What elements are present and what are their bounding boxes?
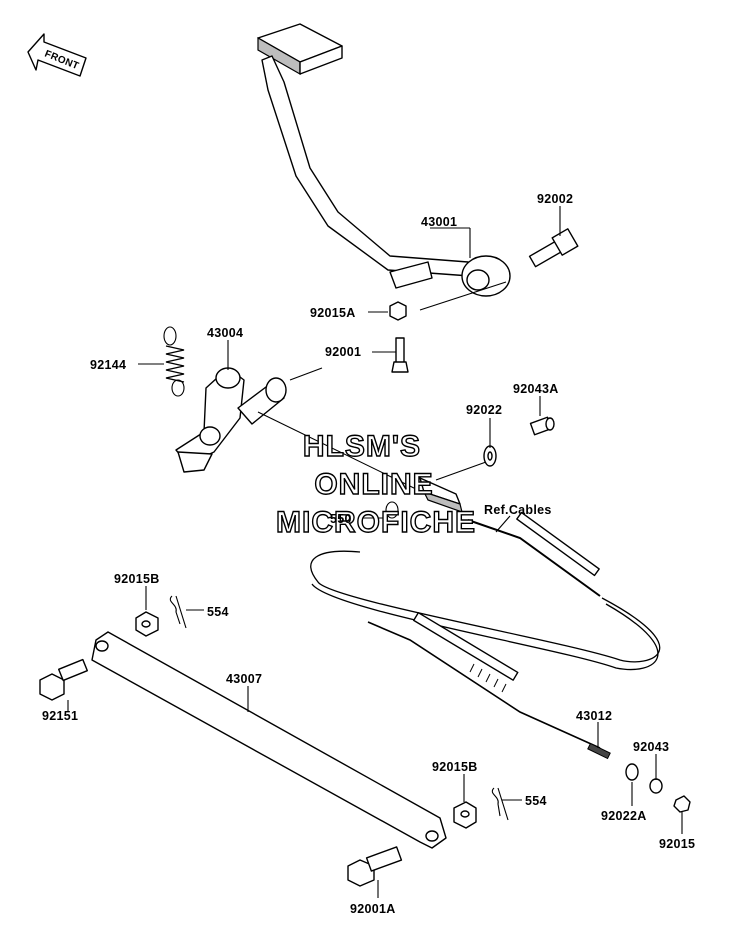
pedal-bracket — [389, 261, 433, 289]
callout-92015A: 92015A — [310, 306, 356, 320]
brake-pedal — [257, 23, 511, 297]
callout-43007: 43007 — [226, 672, 262, 686]
rod-43012 — [587, 742, 611, 760]
clip-550 — [385, 501, 399, 519]
watermark-line3: MICROFICHE — [276, 506, 476, 539]
callout-92151: 92151 — [42, 709, 78, 723]
watermark-line2: ONLINE — [314, 468, 433, 501]
brake-cable — [310, 511, 661, 749]
nut-92015B-bottom — [453, 801, 477, 829]
callout-92015B-top: 92015B — [114, 572, 160, 586]
front-arrow-icon — [27, 33, 87, 77]
pin-92043A — [529, 416, 555, 436]
callout-92015B-bottom: 92015B — [432, 760, 478, 774]
callout-92022A: 92022A — [601, 809, 647, 823]
callout-92043: 92043 — [633, 740, 669, 754]
front-badge: FRONT — [27, 33, 87, 77]
spring-92144 — [163, 326, 185, 397]
callout-92015: 92015 — [659, 837, 695, 851]
callout-92001A: 92001A — [350, 902, 396, 916]
part-92043 — [649, 778, 663, 794]
lever-43004 — [175, 367, 287, 473]
callout-92022: 92022 — [466, 403, 502, 417]
bolt-92002 — [528, 228, 579, 268]
callout-92043A: 92043A — [513, 382, 559, 396]
watermark-line1: HLSM'S — [303, 430, 421, 463]
callout-ref-cables: Ref.Cables — [484, 503, 552, 517]
callout-92001: 92001 — [325, 345, 361, 359]
callout-554-bottom: 554 — [525, 794, 547, 808]
rod-43007 — [91, 631, 447, 849]
bolt-92001A — [347, 846, 403, 887]
bolt-92151 — [39, 658, 89, 701]
washer-92022A — [625, 763, 639, 781]
clip-554-bottom — [491, 787, 509, 821]
nut-92015B-top — [135, 611, 159, 637]
washer-92022 — [483, 445, 497, 467]
callout-550: 550 — [330, 512, 352, 526]
cable-loop — [310, 550, 661, 663]
watermark: HLSM'S ONLINE MICROFICHE — [275, 429, 476, 539]
pedal-arm — [261, 55, 471, 277]
bolt-92001 — [391, 337, 409, 373]
callout-43004: 43004 — [207, 326, 243, 340]
callout-92144: 92144 — [90, 358, 126, 372]
leader-lines — [67, 206, 683, 898]
cable-clevis — [385, 477, 463, 519]
callout-43001: 43001 — [421, 215, 457, 229]
callout-92002: 92002 — [537, 192, 573, 206]
clip-554-top — [169, 595, 187, 629]
nut-92015A — [389, 301, 407, 321]
nut-92015 — [673, 795, 691, 813]
callouts: 43001 92002 92015A 43004 92001 92144 920… — [42, 192, 695, 916]
callout-554-top: 554 — [207, 605, 229, 619]
callout-43012: 43012 — [576, 709, 612, 723]
